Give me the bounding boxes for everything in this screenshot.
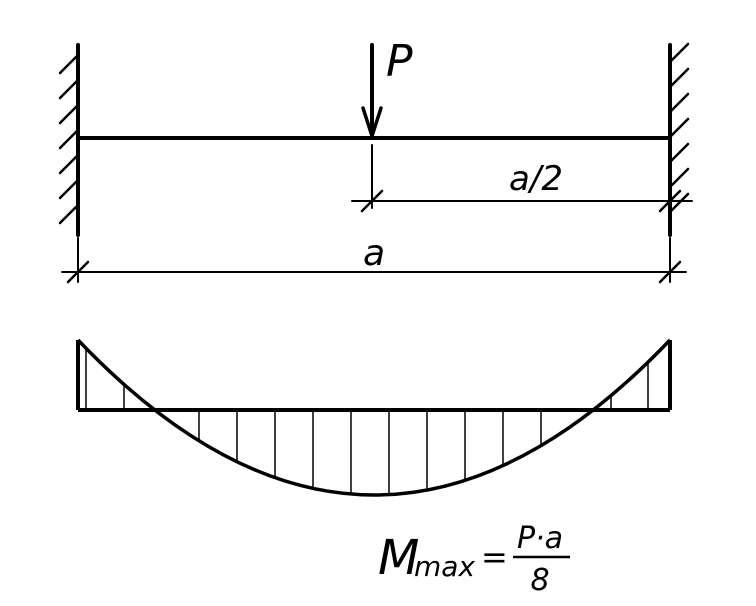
dimension-half-span — [351, 144, 693, 213]
force-label: P — [386, 36, 413, 87]
formula-denominator: 8 — [530, 563, 549, 598]
left-fixed-support — [58, 43, 80, 237]
right-fixed-support — [668, 42, 690, 237]
moment-subscript: max — [414, 550, 475, 583]
half-span-label: a/2 — [509, 159, 563, 199]
span-label: a — [363, 233, 385, 274]
moment-curve — [76, 338, 672, 497]
dimension-span — [61, 237, 687, 284]
max-moment-formula: M max = P·a 8 — [378, 521, 570, 598]
equals-sign: = — [481, 538, 508, 576]
moment-diagram — [76, 338, 672, 497]
point-load-arrow — [361, 43, 383, 138]
moment-symbol: M — [378, 530, 419, 586]
formula-numerator: P·a — [517, 521, 563, 556]
moment-hatching — [85, 348, 649, 495]
